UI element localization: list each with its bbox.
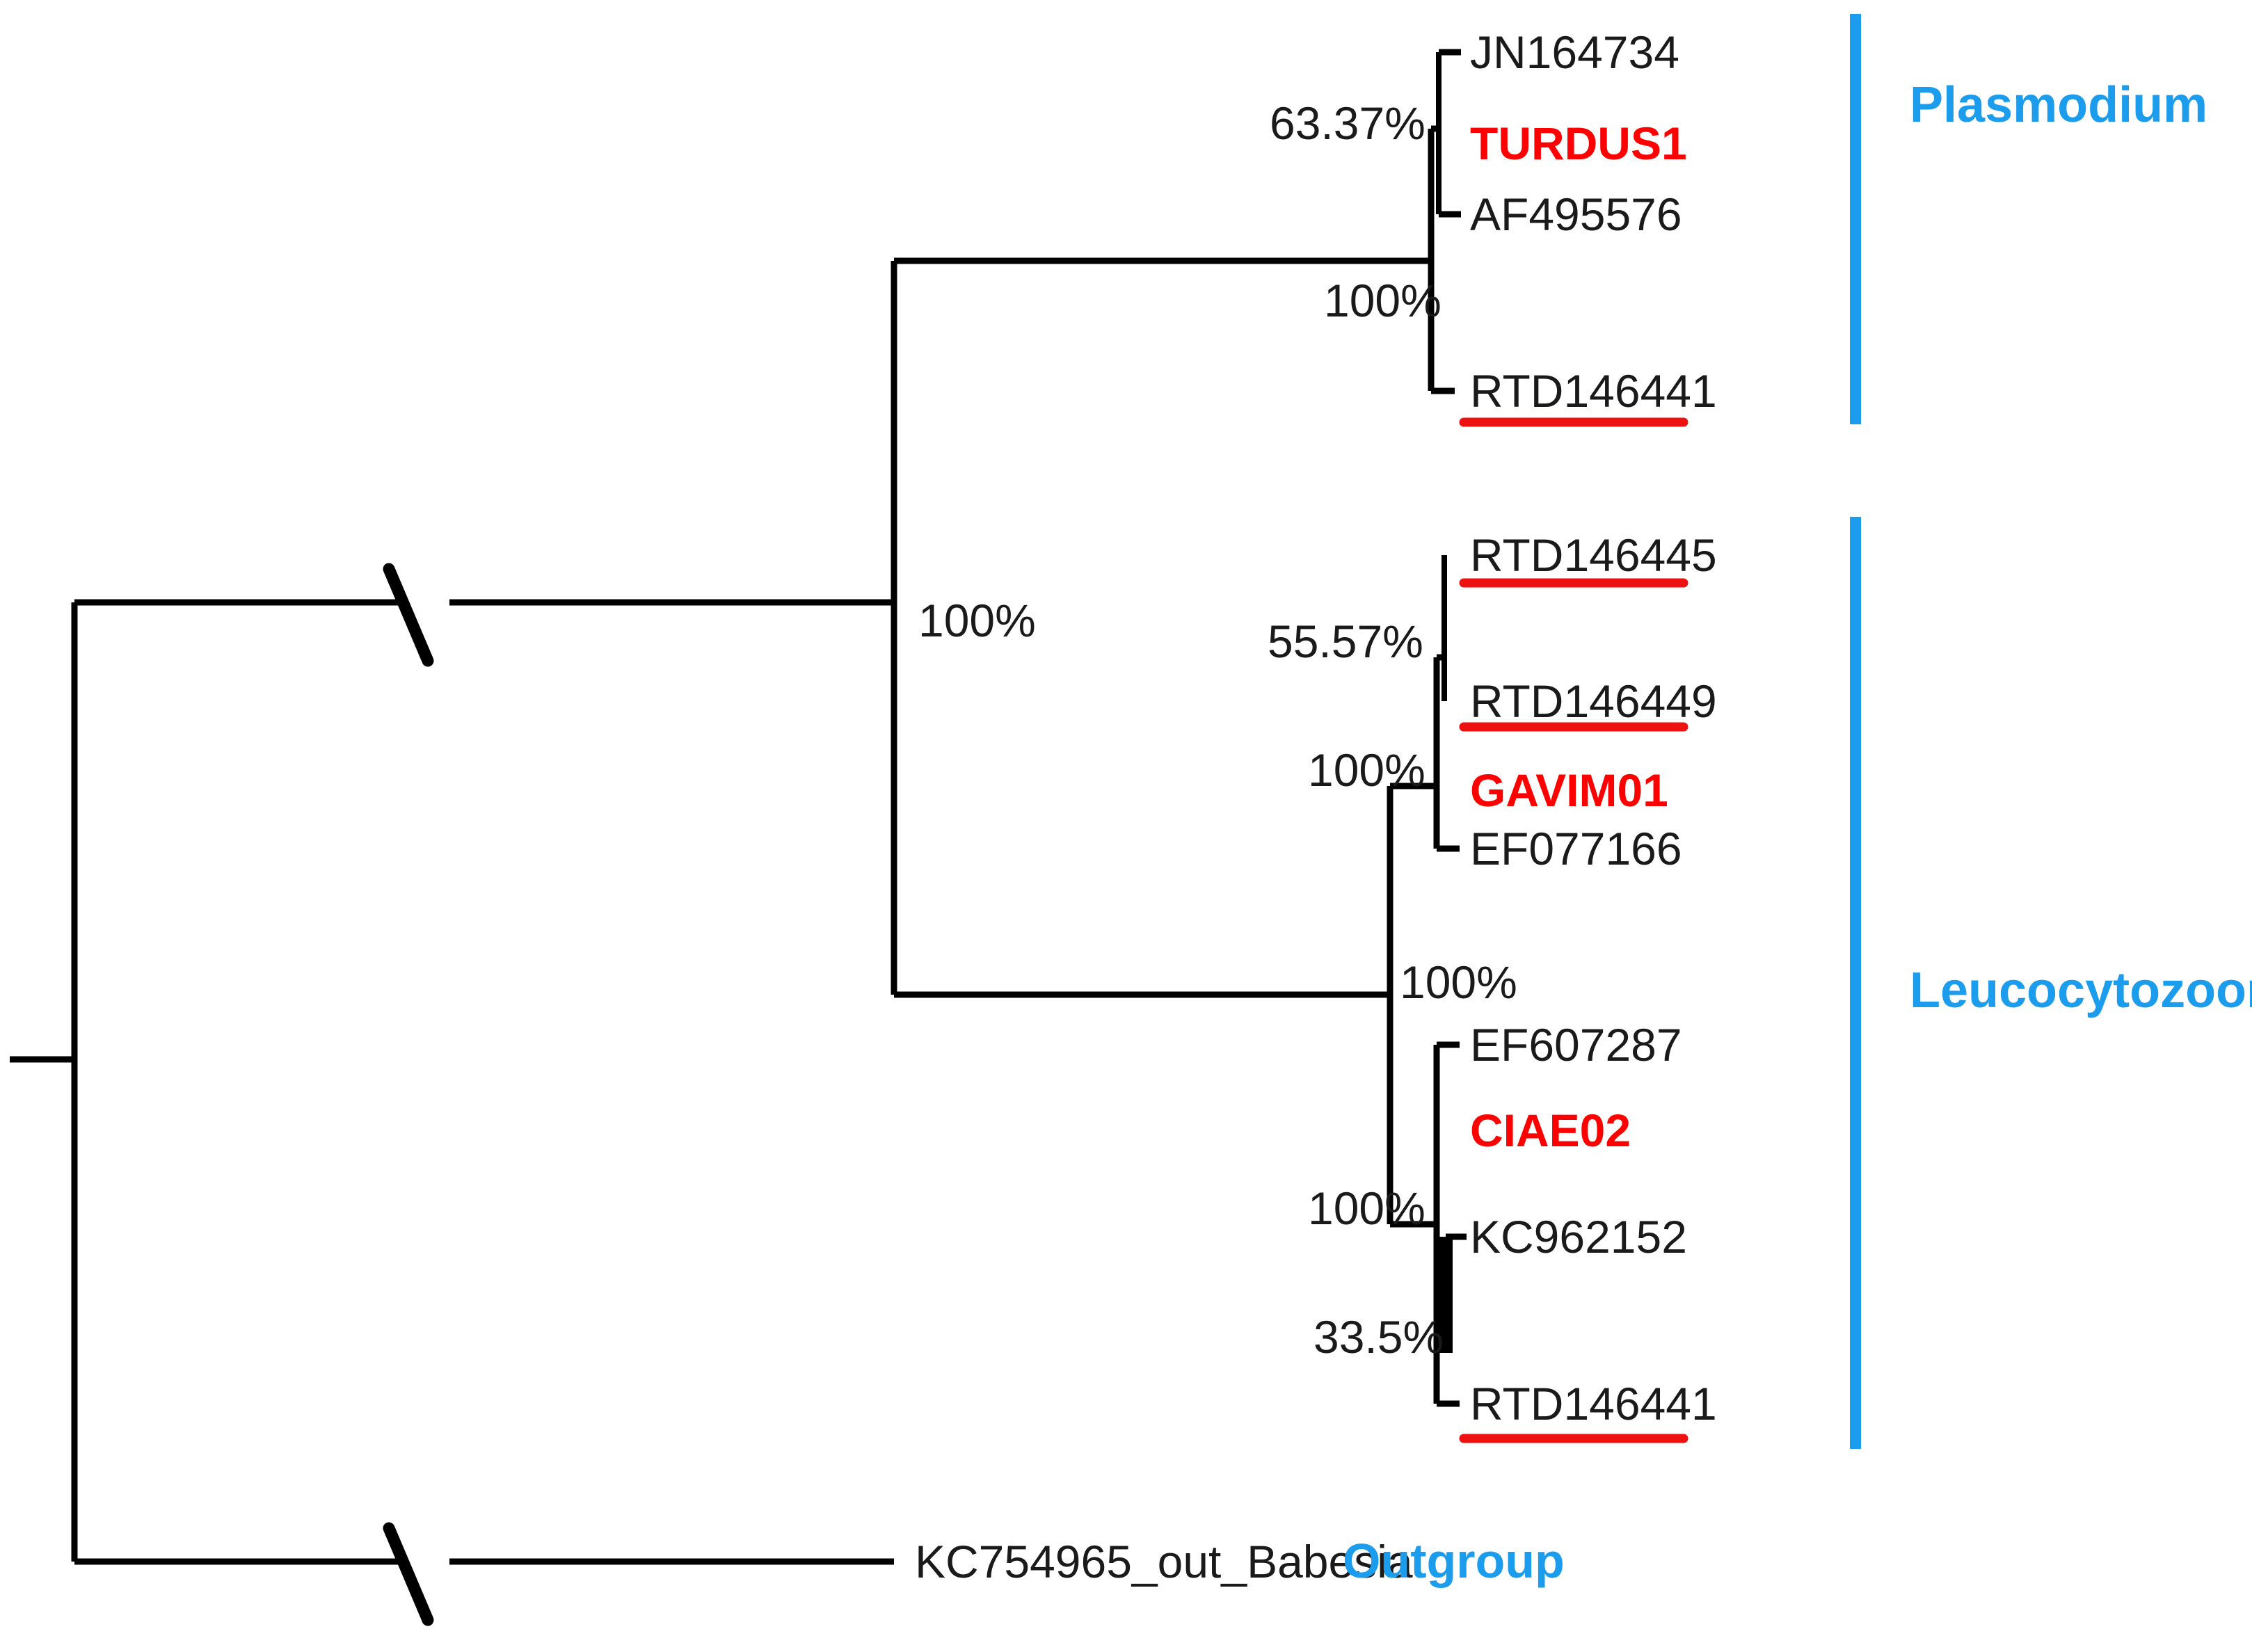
tip-label-ciae02: CIAE02	[1470, 1105, 1631, 1156]
tip-label-jn164734: JN164734	[1470, 26, 1679, 78]
tip-label-af495576: AF495576	[1470, 189, 1682, 240]
tree-branches	[10, 49, 1467, 1565]
tip-label-turdus1: TURDUS1	[1470, 118, 1687, 169]
clade-label-plasmodium: Plasmodium	[1910, 77, 2207, 133]
tip-label-gavim01: GAVIM01	[1470, 764, 1668, 816]
tip-label-rtd146449: RTD146449	[1470, 675, 1717, 727]
clade-label-leucocytozoon: Leucocytozoon	[1910, 963, 2252, 1018]
support-leuco-b: 100%	[1308, 1182, 1426, 1234]
support-values: 63.37% 100% 100% 55.57% 100% 100% 100% 3…	[918, 97, 1517, 1363]
support-plasmodium: 100%	[1324, 275, 1442, 326]
tip-label-kc962152: KC962152	[1470, 1211, 1687, 1262]
break-slash-outgroup	[383, 1522, 434, 1626]
branch-break-marks	[383, 563, 434, 1626]
tip-label-rtd146441-leucocytozoon: RTD146441	[1470, 1378, 1717, 1429]
tip-label-rtd146445: RTD146445	[1470, 529, 1717, 581]
break-slash-upper	[383, 563, 434, 667]
support-leuco-b-inner: 33.5%	[1313, 1311, 1444, 1363]
support-leuco-a: 100%	[1308, 744, 1426, 796]
tip-label-ef077166: EF077166	[1470, 823, 1682, 874]
tip-label-outgroup-taxon: KC754965_out_Babesia	[915, 1536, 1413, 1587]
outgroup-annotation-label: Outgroup	[1343, 1534, 1565, 1588]
clade-annotations: Plasmodium Leucocytozoon	[1850, 14, 2252, 1449]
support-backbone: 100%	[918, 595, 1036, 646]
support-plasmodium-inner: 63.37%	[1270, 97, 1426, 149]
support-leucocytozoon: 100%	[1400, 956, 1517, 1008]
tip-labels: JN164734 TURDUS1 AF495576 RTD146441 RTD1…	[915, 26, 1717, 1587]
tip-label-ef607287: EF607287	[1470, 1019, 1682, 1070]
support-leuco-a-inner: 55.57%	[1268, 616, 1423, 667]
tip-label-rtd146441-plasmodium: RTD146441	[1470, 365, 1717, 417]
tip-underlines	[1459, 417, 1688, 1443]
